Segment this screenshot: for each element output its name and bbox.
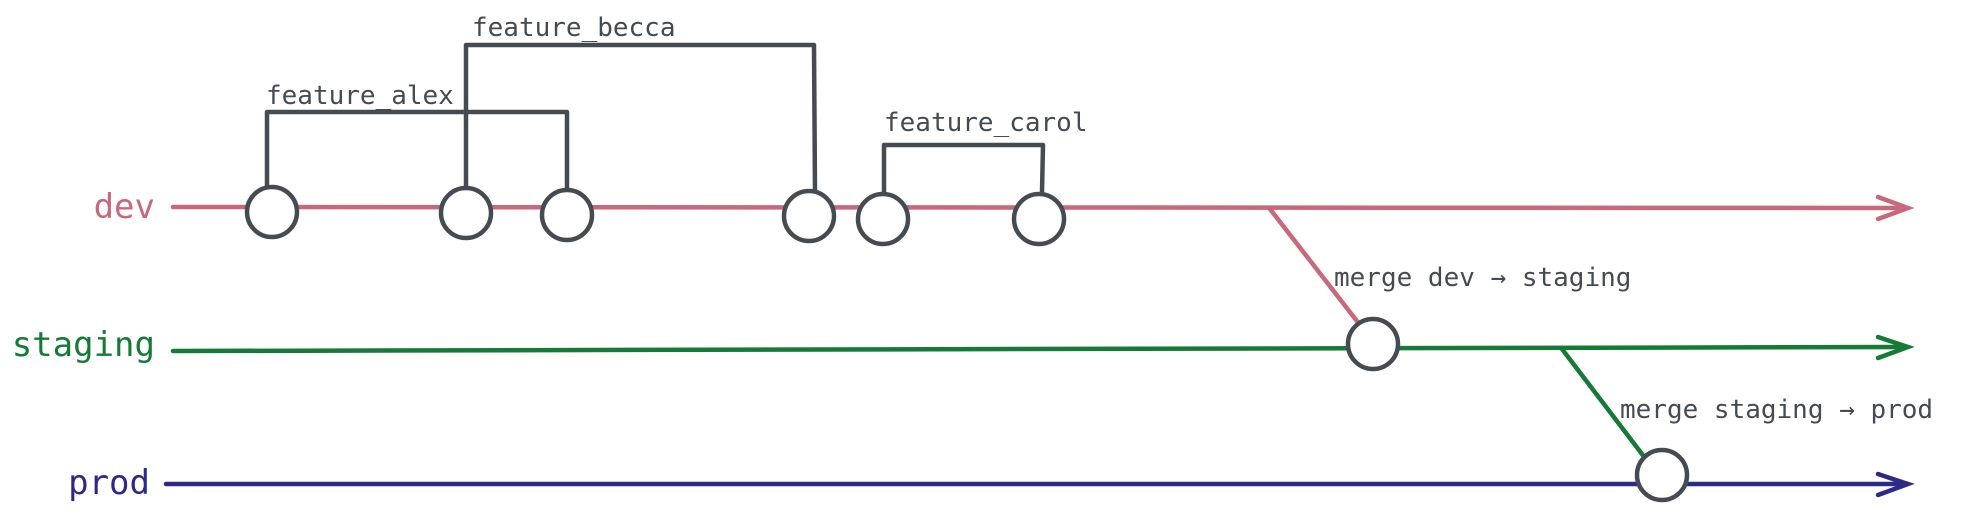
commit-node[interactable]: [781, 188, 837, 244]
commit-node[interactable]: [855, 191, 911, 247]
merge-commit-prod[interactable]: [1634, 447, 1690, 503]
feature-carol-bracket: [881, 142, 1046, 196]
feature-label-alex: feature_alex: [266, 81, 454, 111]
commit-node[interactable]: [1011, 191, 1067, 247]
prod-arrowhead: [1875, 471, 1915, 498]
feature-label-becca: feature_becca: [472, 13, 676, 43]
merge-dev-staging-connector: [1267, 206, 1363, 328]
branch-label-dev: dev: [94, 187, 155, 227]
dev-arrowhead: [1875, 194, 1915, 222]
merge-label-dev-staging: merge dev → staging: [1334, 263, 1631, 293]
merge-label-staging-prod: merge staging → prod: [1620, 395, 1933, 425]
staging-branch-line: [170, 344, 1908, 354]
commit-node[interactable]: [539, 187, 595, 243]
staging-arrowhead: [1875, 334, 1915, 361]
prod-lane: [163, 471, 1915, 498]
feature-label-carol: feature_carol: [884, 108, 1088, 138]
merge-staging-prod-connector: [1559, 346, 1648, 461]
staging-lane: [170, 334, 1915, 361]
branch-label-prod: prod: [68, 463, 150, 503]
commit-node[interactable]: [244, 184, 300, 240]
commit-node[interactable]: [438, 185, 494, 241]
merge-commit-staging[interactable]: [1345, 316, 1401, 372]
branch-label-staging: staging: [12, 325, 155, 365]
feature-alex-bracket: [264, 109, 570, 195]
feature-becca-bracket: [463, 42, 818, 195]
